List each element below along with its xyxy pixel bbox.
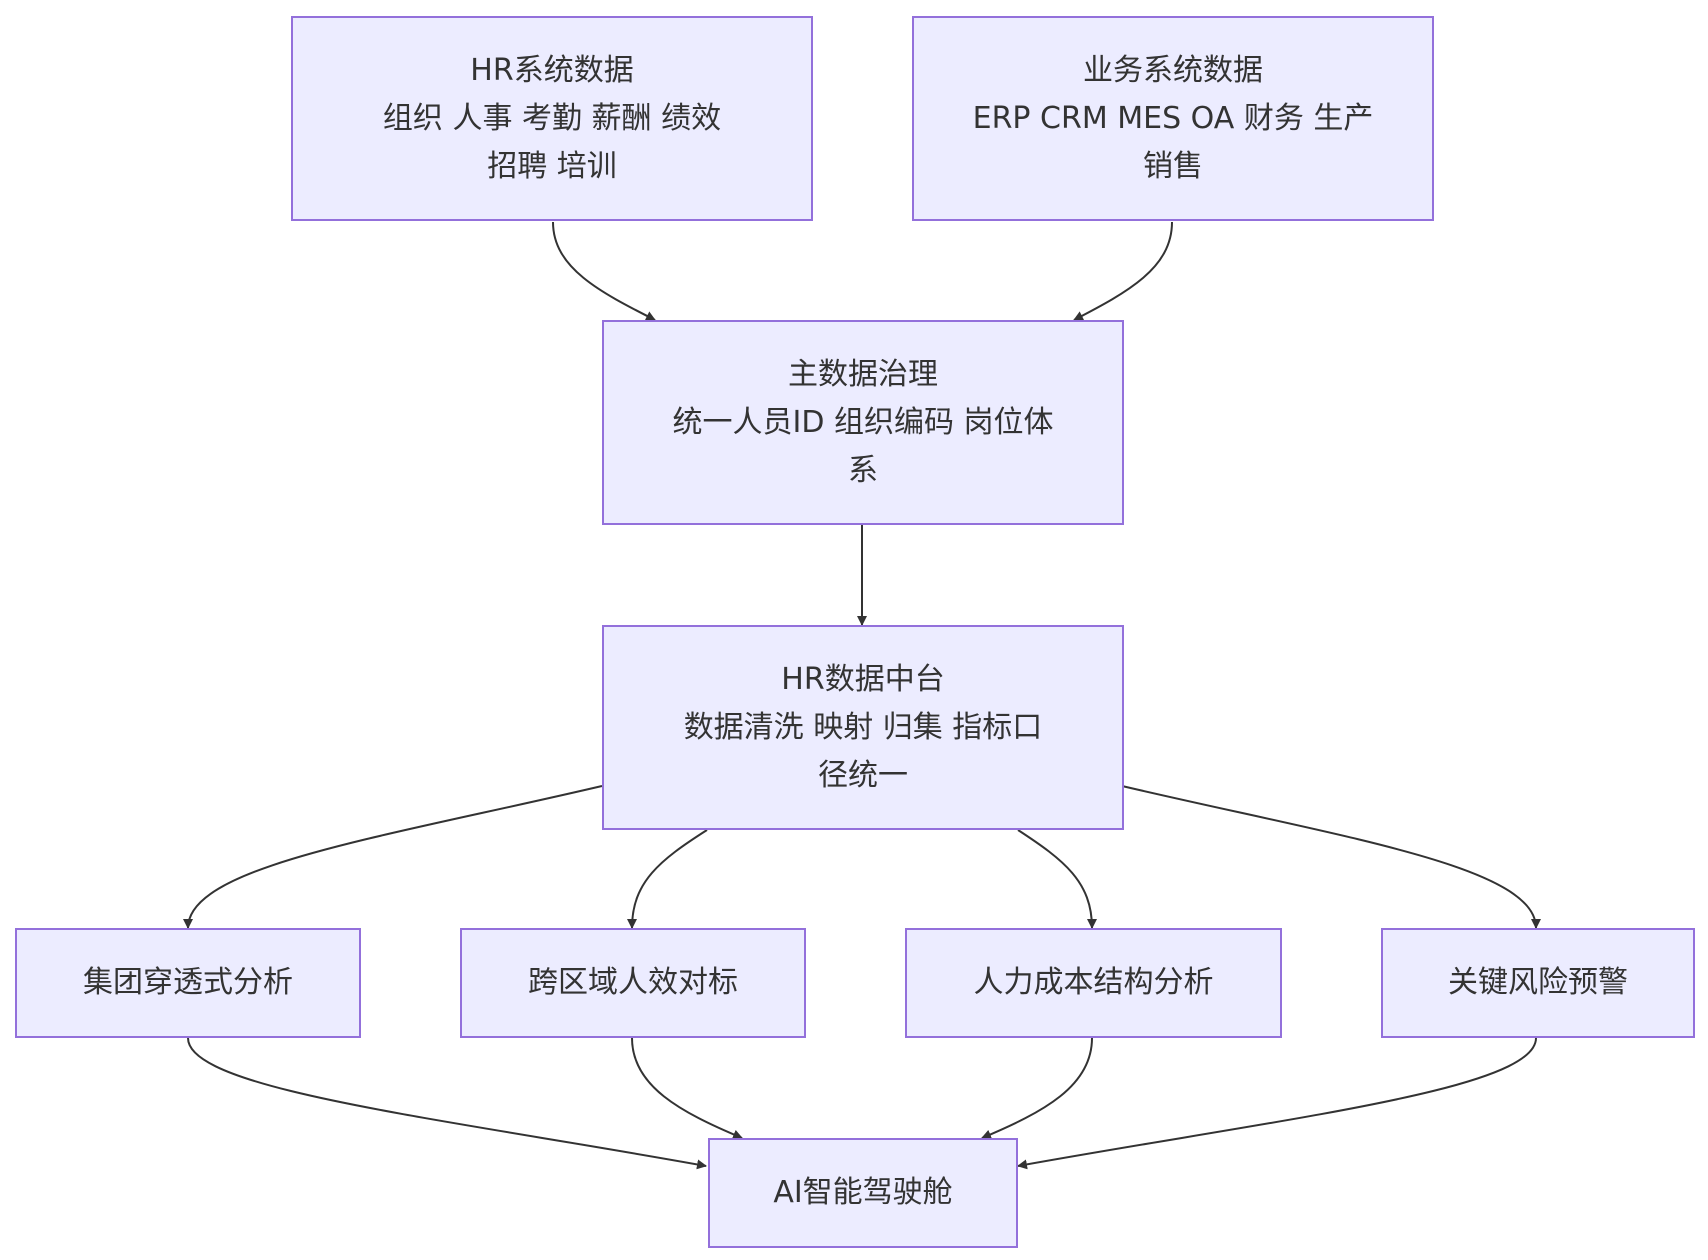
edge-hr-platform-to-group-analysis: [183, 785, 603, 929]
edge-hr-platform-to-cost-structure: [1017, 829, 1097, 929]
node-title: 主数据治理: [788, 356, 938, 392]
edge-cross-region-to-ai-cockpit: [631, 1037, 743, 1140]
node-label: AI智能驾驶舱: [773, 1175, 953, 1210]
node-text: ERP CRM MES OA 财务 生产: [972, 100, 1374, 136]
node-label: 跨区域人效对标: [528, 965, 738, 1000]
hr-data-platform-node: HR数据中台 数据清洗 映射 归集 指标口 径统一: [602, 625, 1124, 830]
group-analysis-node: 集团穿透式分析: [15, 928, 361, 1038]
edge-risk-alert-to-ai-cockpit: [1017, 1037, 1537, 1170]
node-text: 统一人员ID 组织编码 岗位体: [672, 404, 1054, 440]
node-text: 径统一: [818, 757, 908, 793]
node-label: 人力成本结构分析: [973, 965, 1214, 1000]
ai-cockpit-node: AI智能驾驶舱: [708, 1138, 1018, 1248]
edge-hr-source-to-mdm: [552, 221, 656, 321]
node-label: 关键风险预警: [1448, 965, 1628, 1000]
master-data-governance-node: 主数据治理 统一人员ID 组织编码 岗位体 系: [602, 320, 1124, 525]
node-text: 系: [848, 452, 878, 488]
edge-hr-platform-to-risk-alert: [1121, 785, 1541, 929]
node-text: 招聘 培训: [487, 148, 617, 184]
edge-hr-platform-to-cross-region: [627, 829, 708, 929]
risk-alert-node: 关键风险预警: [1381, 928, 1695, 1038]
cost-structure-analysis-node: 人力成本结构分析: [905, 928, 1282, 1038]
node-text: 数据清洗 映射 归集 指标口: [683, 709, 1043, 745]
business-system-data-node: 业务系统数据 ERP CRM MES OA 财务 生产 销售: [912, 16, 1434, 221]
node-title: HR系统数据: [470, 52, 634, 88]
cross-region-benchmark-node: 跨区域人效对标: [460, 928, 806, 1038]
hr-system-data-node: HR系统数据 组织 人事 考勤 薪酬 绩效 招聘 培训: [291, 16, 813, 221]
node-title: HR数据中台: [781, 661, 945, 697]
edge-cost-structure-to-ai-cockpit: [981, 1037, 1093, 1140]
edge-biz-source-to-mdm: [1073, 221, 1173, 321]
node-text: 组织 人事 考勤 薪酬 绩效: [382, 100, 722, 136]
node-label: 集团穿透式分析: [83, 965, 293, 1000]
node-text: 销售: [1143, 148, 1203, 184]
node-title: 业务系统数据: [1083, 52, 1263, 88]
edge-group-analysis-to-ai-cockpit: [187, 1037, 707, 1170]
